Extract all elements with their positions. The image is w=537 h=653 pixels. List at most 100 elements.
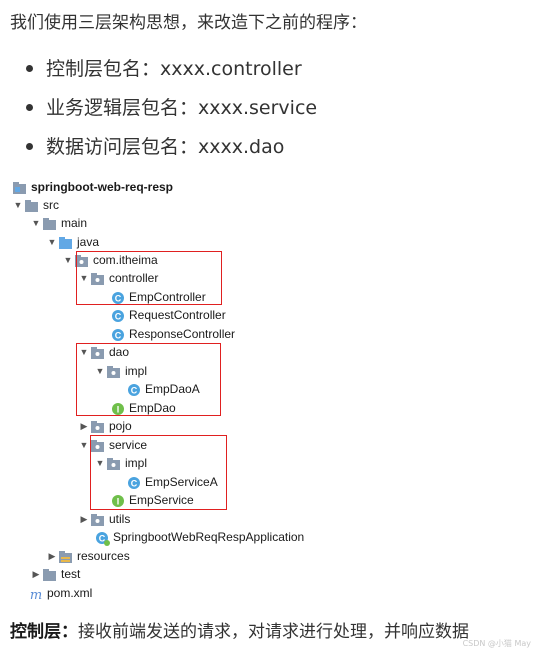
tree-node-emp-dao-a[interactable]: C EmpDaoA xyxy=(126,379,200,397)
tree-node-pojo[interactable]: ▶ pojo xyxy=(78,416,132,434)
tree-label: java xyxy=(77,234,100,249)
bullet-controller: 控制层包名：xxxx.controller xyxy=(46,58,302,80)
tree-node-service[interactable]: ▼service xyxy=(78,435,147,453)
spring-class-icon: C xyxy=(94,528,110,546)
list-item: 控制层包名：xxxx.controller xyxy=(0,56,317,95)
tree-node-dao[interactable]: ▼ dao xyxy=(78,342,130,360)
chevron-down-icon[interactable]: ▼ xyxy=(79,347,89,357)
tree-node-request-controller[interactable]: C RequestController xyxy=(110,305,226,323)
tree-node-utils[interactable]: ▶ utils xyxy=(78,509,131,528)
tree-node-application[interactable]: C SpringbootWebReqRespApplication xyxy=(94,527,305,546)
tree-label: utils xyxy=(109,511,131,526)
bullet-dot xyxy=(26,65,33,72)
interface-icon: I xyxy=(110,399,126,417)
list-item: 数据访问层包名：xxxx.dao xyxy=(0,134,317,173)
package-icon xyxy=(90,436,106,454)
bullet-dot xyxy=(26,143,33,150)
list-item: 业务逻辑层包名：xxxx.service xyxy=(0,95,317,134)
description-text: 接收前端发送的请求，对请求进行处理，并响应数据 xyxy=(78,622,469,642)
tree-label: SpringbootWebReqRespApplication xyxy=(113,529,305,544)
svg-text:I: I xyxy=(117,404,120,414)
tree-node-emp-service-a[interactable]: C EmpServiceA xyxy=(126,472,218,490)
chevron-right-icon[interactable]: ▶ xyxy=(48,551,56,561)
folder-icon xyxy=(42,565,58,583)
package-icon xyxy=(90,269,106,287)
tree-label: pom.xml xyxy=(47,585,93,600)
tree-label: springboot-web-req-resp xyxy=(31,179,174,194)
tree-node-root[interactable]: springboot-web-req-resp xyxy=(12,177,173,195)
tree-node-emp-dao[interactable]: I EmpDao xyxy=(110,398,176,416)
tree-label: RequestController xyxy=(129,307,226,322)
chevron-down-icon[interactable]: ▼ xyxy=(47,237,57,247)
chevron-down-icon[interactable]: ▼ xyxy=(63,255,73,265)
svg-text:C: C xyxy=(131,478,138,488)
class-icon: C xyxy=(126,473,142,491)
package-icon xyxy=(90,510,106,528)
source-folder-icon xyxy=(58,233,74,251)
tree-label: EmpDao xyxy=(129,400,176,415)
bullet-service: 业务逻辑层包名：xxxx.service xyxy=(46,97,318,119)
tree-label: impl xyxy=(125,455,148,470)
chevron-right-icon[interactable]: ▶ xyxy=(80,421,88,431)
tree-node-emp-controller[interactable]: C EmpController xyxy=(110,287,206,305)
intro-text: 我们使用三层架构思想，来改造下之前的程序： xyxy=(10,13,367,33)
tree-label: controller xyxy=(109,270,159,285)
tree-label: EmpServiceA xyxy=(145,474,218,489)
package-icon xyxy=(74,251,90,269)
tree-node-controller[interactable]: ▼ controller xyxy=(78,268,159,287)
highlight-box-dao xyxy=(76,343,221,416)
chevron-down-icon[interactable]: ▼ xyxy=(95,458,105,468)
tree-label: EmpDaoA xyxy=(145,381,200,396)
project-folder-icon xyxy=(12,178,28,196)
tree-node-java[interactable]: ▼ java xyxy=(46,232,99,250)
tree-label: EmpService xyxy=(129,492,194,507)
svg-text:C: C xyxy=(99,533,106,543)
tree-node-dao-impl[interactable]: ▼ impl xyxy=(94,361,147,379)
tree-label: test xyxy=(61,566,81,581)
chevron-down-icon[interactable]: ▼ xyxy=(13,200,23,210)
tree-label: impl xyxy=(125,363,148,378)
chevron-right-icon[interactable]: ▶ xyxy=(32,569,40,579)
bullet-dao: 数据访问层包名：xxxx.dao xyxy=(46,136,285,158)
package-list: 控制层包名：xxxx.controller 业务逻辑层包名：xxxx.servi… xyxy=(0,56,317,173)
tree-node-test[interactable]: ▶ test xyxy=(30,564,81,583)
tree-label: ResponseController xyxy=(129,326,236,341)
highlight-box-controller xyxy=(76,251,222,305)
class-icon: C xyxy=(110,288,126,306)
tree-label: main xyxy=(61,215,88,230)
tree-node-resources[interactable]: ▶ resources xyxy=(46,546,130,564)
folder-icon xyxy=(42,214,58,232)
tree-node-main[interactable]: ▼ main xyxy=(30,213,87,231)
tree-label: resources xyxy=(77,548,130,563)
chevron-down-icon[interactable]: ▼ xyxy=(79,440,89,450)
tree-node-package[interactable]: ▼ com.itheima xyxy=(62,250,158,268)
svg-text:I: I xyxy=(117,496,120,506)
chevron-right-icon[interactable]: ▶ xyxy=(80,514,88,524)
controller-description: 控制层：接收前端发送的请求，对请求进行处理，并响应数据 xyxy=(10,620,469,644)
highlight-box-service xyxy=(90,435,227,510)
tree-label: pojo xyxy=(109,418,132,433)
class-icon: C xyxy=(110,325,126,343)
watermark: CSDN @小猫 May xyxy=(462,639,531,648)
tree-label: EmpController xyxy=(129,289,206,304)
tree-node-emp-service[interactable]: I EmpService xyxy=(110,490,194,508)
svg-text:C: C xyxy=(115,311,122,321)
tree-node-src[interactable]: ▼ src xyxy=(12,195,59,213)
chevron-down-icon[interactable]: ▼ xyxy=(31,218,41,228)
svg-text:C: C xyxy=(115,293,122,303)
tree-label: dao xyxy=(109,344,130,359)
tree-label: com.itheima xyxy=(93,252,158,267)
description-label: 控制层： xyxy=(10,622,78,642)
maven-icon: m xyxy=(28,584,44,603)
folder-icon xyxy=(24,196,40,214)
tree-label: src xyxy=(43,197,59,212)
interface-icon: I xyxy=(110,491,126,509)
svg-text:C: C xyxy=(131,385,138,395)
chevron-down-icon[interactable]: ▼ xyxy=(95,366,105,376)
svg-text:C: C xyxy=(115,330,122,340)
tree-node-response-controller[interactable]: C ResponseController xyxy=(110,324,235,342)
chevron-down-icon[interactable]: ▼ xyxy=(79,273,89,283)
tree-node-service-impl[interactable]: ▼ impl xyxy=(94,453,147,471)
bullet-dot xyxy=(26,104,33,111)
